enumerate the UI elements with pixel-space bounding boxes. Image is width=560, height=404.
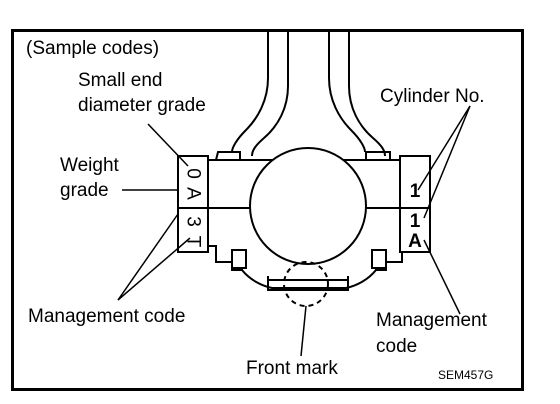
leader-cylinder-a bbox=[417, 105, 471, 191]
small-end-label-line2: diameter grade bbox=[78, 95, 206, 116]
cylinder-no-label: Cylinder No. bbox=[380, 86, 485, 107]
leader-small-end bbox=[147, 123, 189, 167]
bolt-left bbox=[231, 249, 247, 269]
front-mark-circle bbox=[283, 261, 329, 307]
management-right-label-line2: code bbox=[376, 336, 418, 357]
leader-cylinder-b bbox=[423, 105, 471, 219]
left-stamp-char-3: 3 bbox=[182, 216, 204, 227]
left-stamp-char-4: T bbox=[182, 235, 204, 248]
rod-shank-left bbox=[231, 32, 269, 153]
leader-mgmt-left-b bbox=[117, 237, 191, 301]
right-stamp-bottom-1: 1 bbox=[409, 211, 421, 232]
big-end-cap bbox=[207, 160, 409, 289]
front-mark-label: Front mark bbox=[246, 358, 338, 379]
left-stamp-box bbox=[177, 155, 209, 253]
left-stamp-char-1: 0 bbox=[182, 168, 204, 179]
right-stamp-top: 1 bbox=[409, 181, 421, 202]
management-right-label-line1: Management bbox=[376, 310, 487, 331]
figure-code: SEM457G bbox=[438, 368, 494, 382]
sample-codes-label: (Sample codes) bbox=[26, 38, 160, 59]
right-stamp-bottom-2: A bbox=[408, 231, 422, 252]
leader-mgmt-left-a bbox=[117, 213, 179, 301]
rod-shank-right bbox=[348, 32, 386, 157]
management-code-left-label: Management code bbox=[28, 306, 186, 327]
big-end-bore bbox=[249, 147, 367, 265]
weight-label-line2: grade bbox=[60, 180, 109, 201]
left-stamp-char-2: A bbox=[182, 187, 204, 200]
big-end-outline bbox=[214, 151, 241, 161]
weight-label-line1: Weight bbox=[60, 155, 119, 176]
front-mark-leader bbox=[300, 305, 307, 357]
small-end-label-line1: Small end bbox=[78, 70, 163, 91]
rod-shank-left-inner bbox=[251, 32, 289, 157]
leader-mgmt-right bbox=[423, 239, 461, 315]
bolt-right bbox=[371, 249, 387, 269]
rod-shank-right-inner bbox=[328, 32, 366, 153]
